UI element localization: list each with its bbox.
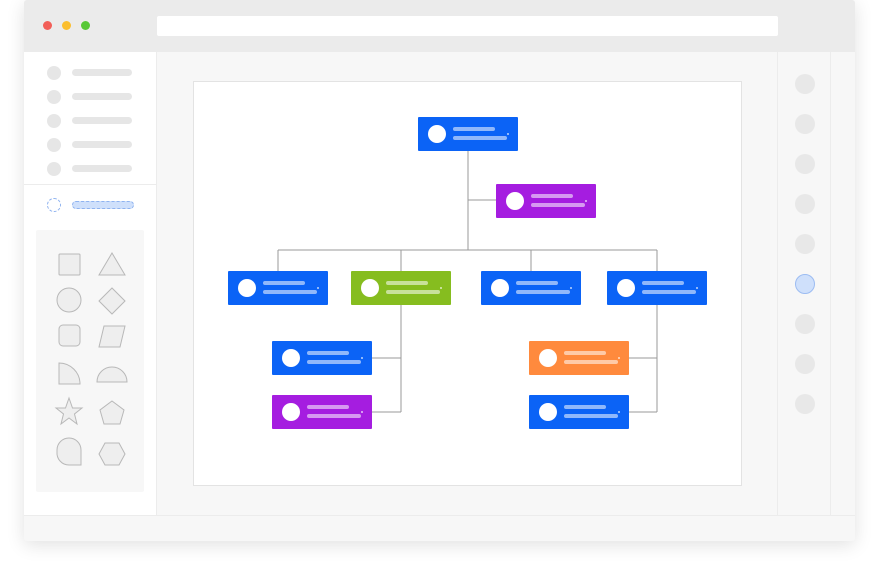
avatar bbox=[238, 279, 256, 297]
half-circle-shape-icon[interactable] bbox=[96, 366, 128, 383]
quarter-circle-shape-icon[interactable] bbox=[58, 362, 81, 385]
org-node-dept-2-child-2[interactable] bbox=[272, 395, 372, 429]
rounded-square-shape-icon[interactable] bbox=[58, 324, 81, 347]
org-node-root[interactable] bbox=[418, 117, 518, 151]
address-bar[interactable] bbox=[157, 16, 778, 36]
diagram-canvas[interactable] bbox=[193, 81, 742, 486]
shape-library bbox=[36, 230, 144, 492]
close-window-button[interactable] bbox=[43, 21, 52, 30]
canvas-area bbox=[157, 52, 777, 515]
parallelogram-shape-icon[interactable] bbox=[98, 325, 126, 348]
shape-library-icons bbox=[54, 252, 128, 466]
sidebar-item-icon bbox=[47, 114, 61, 128]
org-chart-connectors bbox=[277, 151, 658, 413]
toolbar-button-9[interactable] bbox=[795, 394, 815, 414]
sidebar-item-icon bbox=[47, 90, 61, 104]
sidebar-item-label-placeholder bbox=[72, 201, 134, 209]
org-node-dept-2-child-1[interactable] bbox=[272, 341, 372, 375]
avatar bbox=[282, 349, 300, 367]
status-bar bbox=[24, 515, 855, 541]
app-window bbox=[24, 0, 855, 541]
triangle-shape-icon[interactable] bbox=[98, 252, 126, 276]
left-sidebar bbox=[24, 52, 157, 515]
sidebar-item-label-placeholder bbox=[72, 165, 132, 172]
sidebar-item-1[interactable] bbox=[47, 66, 137, 80]
toolbar-button-1[interactable] bbox=[795, 74, 815, 94]
avatar bbox=[539, 403, 557, 421]
avatar bbox=[282, 403, 300, 421]
sidebar-item-label-placeholder bbox=[72, 141, 132, 148]
org-node-dept-4[interactable] bbox=[607, 271, 707, 305]
toolbar-button-7[interactable] bbox=[795, 314, 815, 334]
square-shape-icon[interactable] bbox=[58, 253, 81, 276]
org-node-assistant[interactable] bbox=[496, 184, 596, 218]
sidebar-item-icon bbox=[47, 198, 61, 212]
toolbar-button-3[interactable] bbox=[795, 154, 815, 174]
sidebar-item-active[interactable] bbox=[47, 198, 137, 212]
avatar bbox=[506, 192, 524, 210]
sidebar-divider bbox=[24, 184, 156, 185]
far-right-panel bbox=[830, 52, 855, 515]
org-node-dept-3[interactable] bbox=[481, 271, 581, 305]
toolbar-button-2[interactable] bbox=[795, 114, 815, 134]
avatar bbox=[361, 279, 379, 297]
sidebar-item-2[interactable] bbox=[47, 90, 137, 104]
title-bar bbox=[24, 0, 855, 52]
pentagon-shape-icon[interactable] bbox=[99, 400, 125, 425]
sidebar-item-icon bbox=[47, 138, 61, 152]
avatar bbox=[539, 349, 557, 367]
star-shape-icon[interactable] bbox=[54, 396, 84, 426]
sidebar-item-icon bbox=[47, 66, 61, 80]
org-node-dept-4-child-2[interactable] bbox=[529, 395, 629, 429]
right-toolbar bbox=[777, 52, 830, 515]
sidebar-item-label-placeholder bbox=[72, 117, 132, 124]
avatar bbox=[491, 279, 509, 297]
sidebar-item-label-placeholder bbox=[72, 69, 132, 76]
toolbar-button-5[interactable] bbox=[795, 234, 815, 254]
sidebar-item-3[interactable] bbox=[47, 114, 137, 128]
d-shape-icon[interactable] bbox=[56, 437, 82, 466]
avatar bbox=[428, 125, 446, 143]
toolbar-button-4[interactable] bbox=[795, 194, 815, 214]
avatar bbox=[617, 279, 635, 297]
diamond-shape-icon[interactable] bbox=[98, 287, 126, 315]
sidebar-item-4[interactable] bbox=[47, 138, 137, 152]
toolbar-button-8[interactable] bbox=[795, 354, 815, 374]
org-node-dept-2[interactable] bbox=[351, 271, 451, 305]
toolbar-button-active[interactable] bbox=[795, 274, 815, 294]
sidebar-item-5[interactable] bbox=[47, 162, 137, 176]
minimize-window-button[interactable] bbox=[62, 21, 71, 30]
zoom-window-button[interactable] bbox=[81, 21, 90, 30]
hexagon-shape-icon[interactable] bbox=[98, 442, 126, 466]
circle-shape-icon[interactable] bbox=[56, 287, 82, 313]
org-node-dept-1[interactable] bbox=[228, 271, 328, 305]
sidebar-item-label-placeholder bbox=[72, 93, 132, 100]
sidebar-item-icon bbox=[47, 162, 61, 176]
org-node-dept-4-child-1[interactable] bbox=[529, 341, 629, 375]
